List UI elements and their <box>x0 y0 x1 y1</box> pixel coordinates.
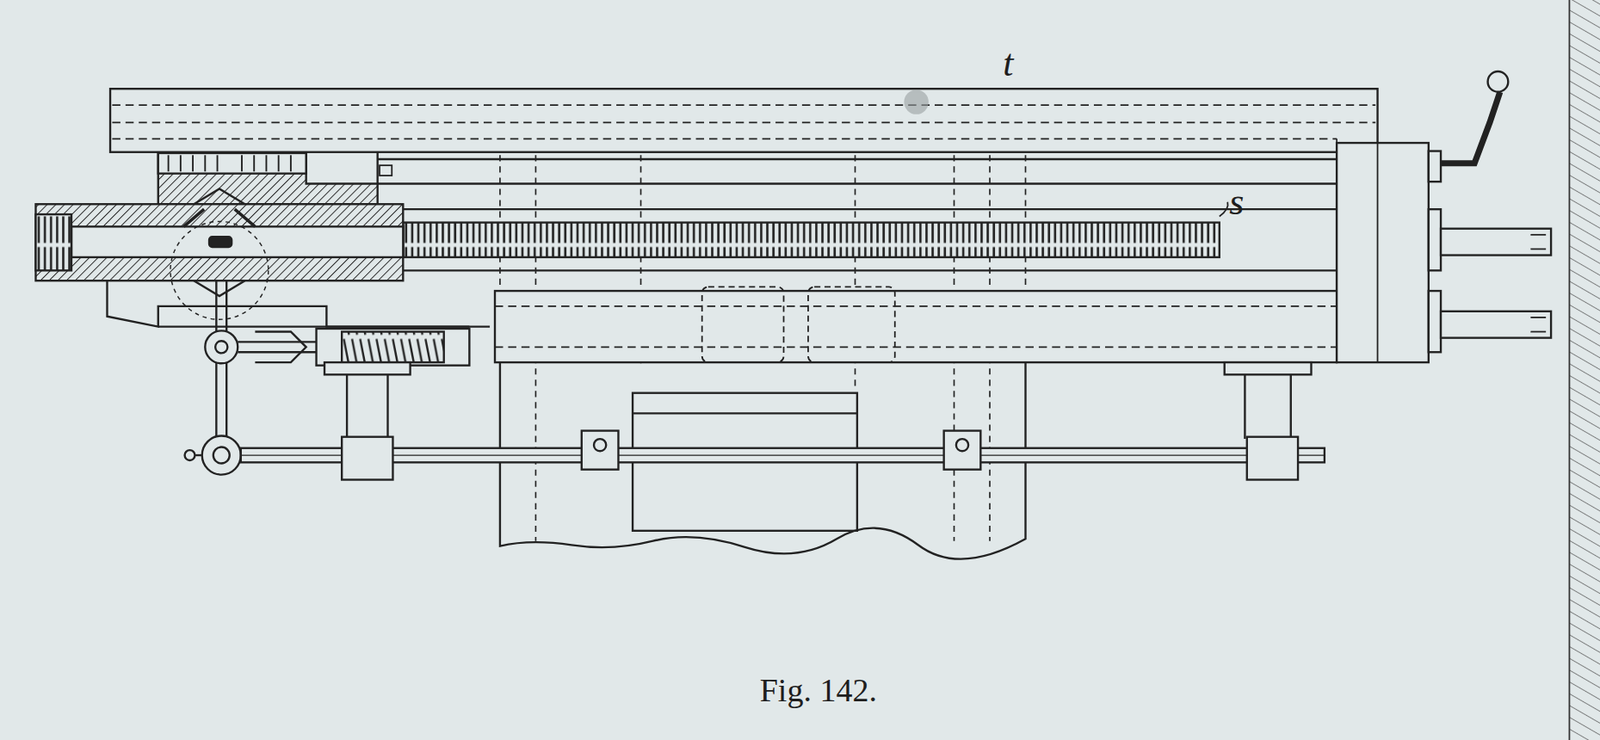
top-beam <box>110 88 1378 153</box>
slide-rail <box>494 290 1337 363</box>
bracket <box>1247 437 1298 481</box>
spring <box>341 332 445 364</box>
joint <box>204 330 238 364</box>
shaft <box>1440 311 1551 339</box>
part-letter: s <box>1229 183 1244 222</box>
clamp <box>944 431 982 470</box>
lead-screw <box>402 222 1219 258</box>
bracket <box>341 437 393 481</box>
end-block <box>1336 142 1429 363</box>
part-letter: t <box>1002 44 1014 83</box>
control-rod <box>240 448 1325 464</box>
gear-housing <box>158 153 378 204</box>
figure-caption: Fig. 142. <box>759 673 878 707</box>
crank <box>1440 92 1501 164</box>
clamp <box>581 431 619 470</box>
joint <box>202 436 241 476</box>
edge-hatch <box>1569 0 1600 740</box>
shaft <box>1440 228 1551 256</box>
shaft-section <box>35 203 403 281</box>
crank-knob <box>1488 71 1509 93</box>
